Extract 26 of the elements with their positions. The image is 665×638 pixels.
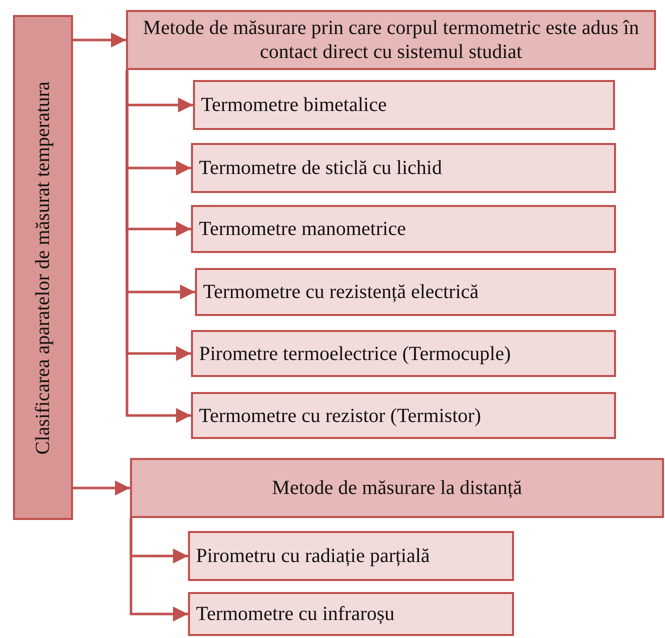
item-box bbox=[191, 205, 616, 253]
box-text: Metode de măsurare prin care corpul termometric este adus în contact direct cu sistemul studiat bbox=[142, 16, 640, 64]
connector-arrow bbox=[130, 518, 188, 622]
group-box bbox=[126, 10, 656, 70]
box-text: Pirometre termoelectrice (Termocuple) bbox=[199, 342, 511, 366]
item-box bbox=[191, 330, 616, 377]
box-text: Pirometru cu radiație parțială bbox=[196, 544, 430, 568]
item-box bbox=[195, 268, 616, 316]
item-box bbox=[191, 143, 616, 193]
box-text: Clasificarea aparatelor de măsurat temperatura bbox=[31, 80, 55, 454]
box-text: Termometre de sticlă cu lichid bbox=[199, 156, 442, 180]
item-box bbox=[193, 80, 615, 130]
box-text: Termometre bimetalice bbox=[201, 93, 387, 117]
connector-arrow bbox=[73, 480, 130, 496]
box-text: Termometre manometrice bbox=[199, 217, 406, 241]
connector-arrow bbox=[73, 32, 126, 48]
item-box bbox=[188, 531, 514, 581]
box-text: Termometre cu rezistență electrică bbox=[203, 280, 479, 304]
box-text: Termometre cu infraroșu bbox=[196, 602, 395, 626]
box-text: Termometre cu rezistor (Termistor) bbox=[199, 404, 482, 428]
item-box bbox=[188, 592, 514, 636]
category-box bbox=[13, 15, 73, 520]
group-box bbox=[130, 458, 664, 518]
item-box bbox=[191, 392, 616, 439]
box-text: Metode de măsurare la distanță bbox=[272, 476, 522, 500]
connector-arrow bbox=[126, 70, 191, 423]
